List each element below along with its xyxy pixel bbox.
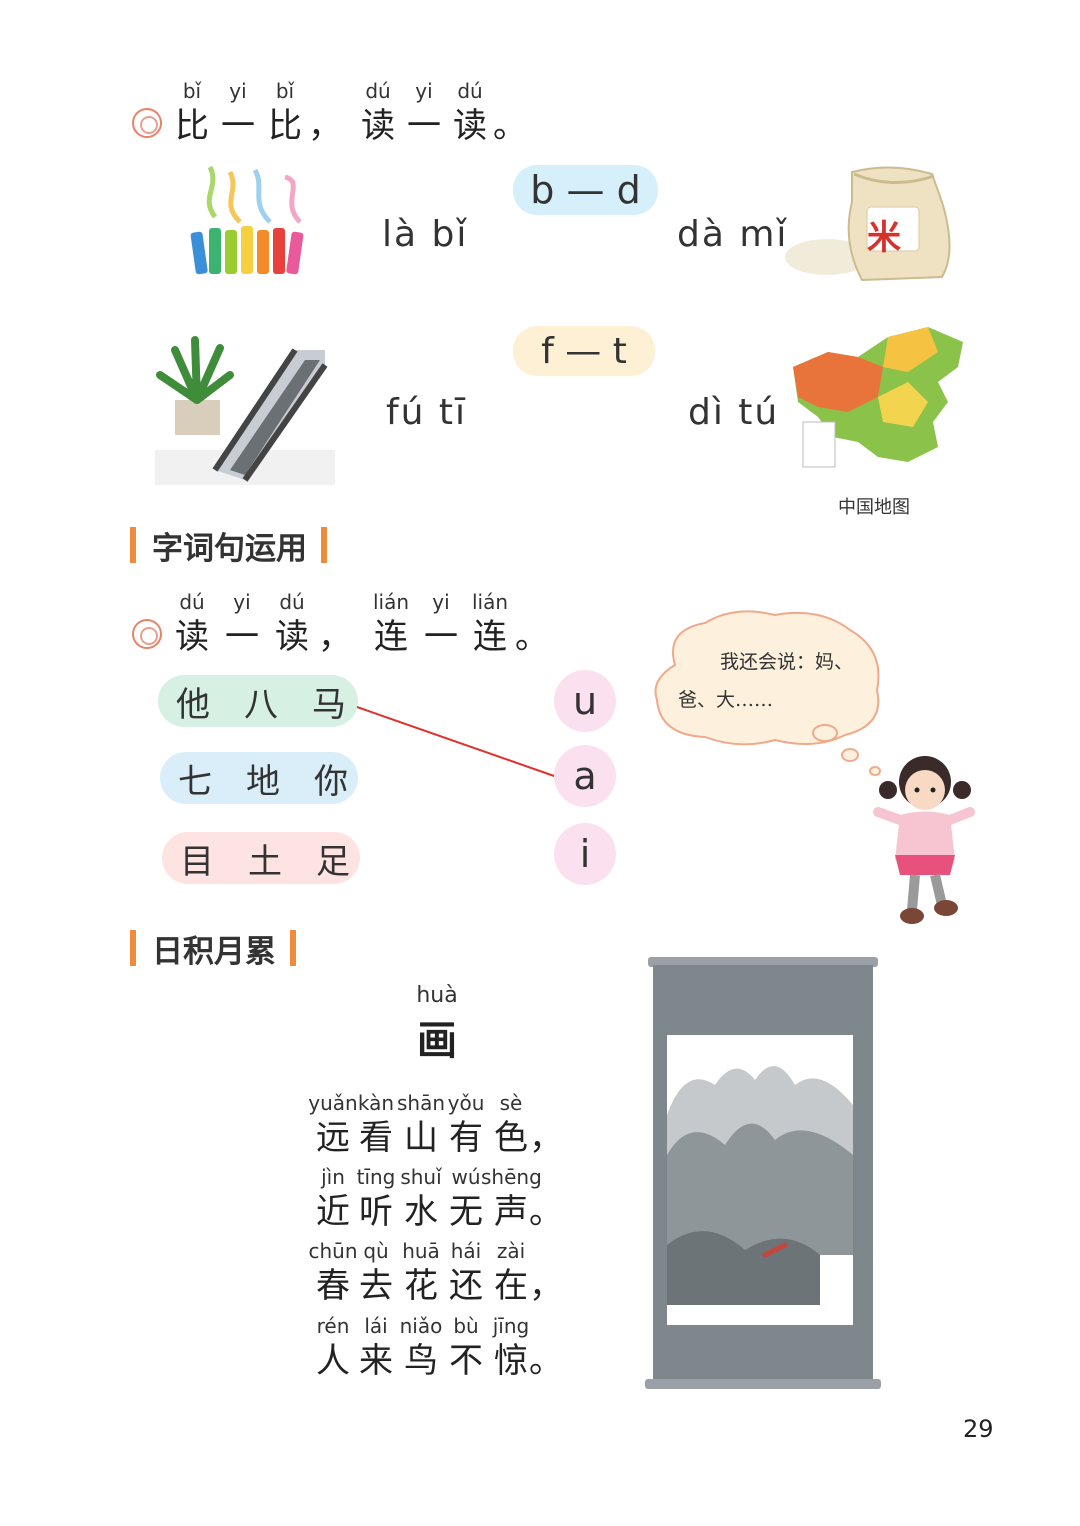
poem-char: 。	[529, 1341, 563, 1381]
group-char: 马	[312, 684, 346, 725]
pair-f-t: f — t	[513, 326, 655, 376]
vowel-a[interactable]: a	[554, 745, 616, 807]
group-char: 七	[178, 761, 212, 802]
word-futi: fú tī	[386, 392, 468, 433]
title-bar-right	[321, 527, 327, 563]
word-dami: dà mǐ	[677, 214, 789, 255]
section-title-ziciju: 字词句运用	[130, 525, 327, 567]
heading-char: ，	[308, 106, 342, 146]
group-char: 地	[246, 761, 280, 802]
pair-label: b — d	[530, 168, 641, 212]
heading-char: 。	[515, 617, 549, 657]
pair-b-d: b — d	[513, 165, 658, 215]
china-map-illustration	[793, 327, 963, 468]
title-bar-left	[130, 930, 136, 966]
poem-char: ，	[529, 1118, 563, 1158]
vowel-label: i	[579, 832, 591, 876]
scroll-painting-illustration	[645, 957, 881, 1389]
poem-char: ，	[529, 1266, 563, 1306]
poem-title-pinyin: huà	[416, 983, 458, 1008]
page-number: 29	[963, 1415, 994, 1443]
vowel-label: a	[573, 754, 597, 798]
vowel-u[interactable]: u	[554, 670, 616, 732]
word-labi: là bǐ	[382, 214, 469, 255]
girl-illustration	[873, 756, 975, 924]
thought-text-2: 爸、大……	[678, 689, 774, 711]
section-title-text: 日积月累	[152, 933, 276, 970]
char-group-3[interactable]: 目 土 足	[162, 832, 360, 884]
char-group-2[interactable]: 七 地 你	[160, 752, 358, 804]
heading-char: ，	[318, 617, 352, 657]
group-char: 土	[248, 841, 282, 882]
group-char: 你	[314, 761, 348, 802]
group-char: 八	[244, 684, 278, 725]
link-line	[356, 706, 558, 778]
poem-title: huà 画	[397, 983, 477, 1066]
map-caption: 中国地图	[838, 497, 910, 518]
vowel-label: u	[572, 679, 598, 723]
rice-sack-illustration	[785, 166, 951, 282]
crayons-illustration	[190, 165, 304, 275]
title-bar-left	[130, 527, 136, 563]
group-char: 目	[180, 841, 214, 882]
section-title-text: 字词句运用	[152, 530, 307, 567]
group-char: 他	[176, 684, 210, 725]
group-char: 足	[316, 841, 350, 882]
poem-char: 。	[529, 1192, 563, 1232]
seal-icon	[132, 108, 162, 138]
section-title-rijiyuelei: 日积月累	[130, 928, 296, 970]
rice-label-char: 米	[867, 218, 901, 258]
pair-label: f — t	[541, 330, 627, 372]
heading-char: 。	[493, 106, 527, 146]
escalator-illustration	[155, 336, 335, 485]
thought-cloud	[654, 610, 881, 776]
char-group-1[interactable]: 他 八 马	[158, 675, 358, 727]
poem-title-char: 画	[417, 1017, 457, 1064]
vowel-i[interactable]: i	[554, 823, 616, 885]
seal-icon	[132, 619, 162, 649]
thought-text-1: 我还会说：妈、	[720, 651, 854, 673]
title-bar-right	[290, 930, 296, 966]
word-ditu: dì tú	[688, 392, 780, 433]
